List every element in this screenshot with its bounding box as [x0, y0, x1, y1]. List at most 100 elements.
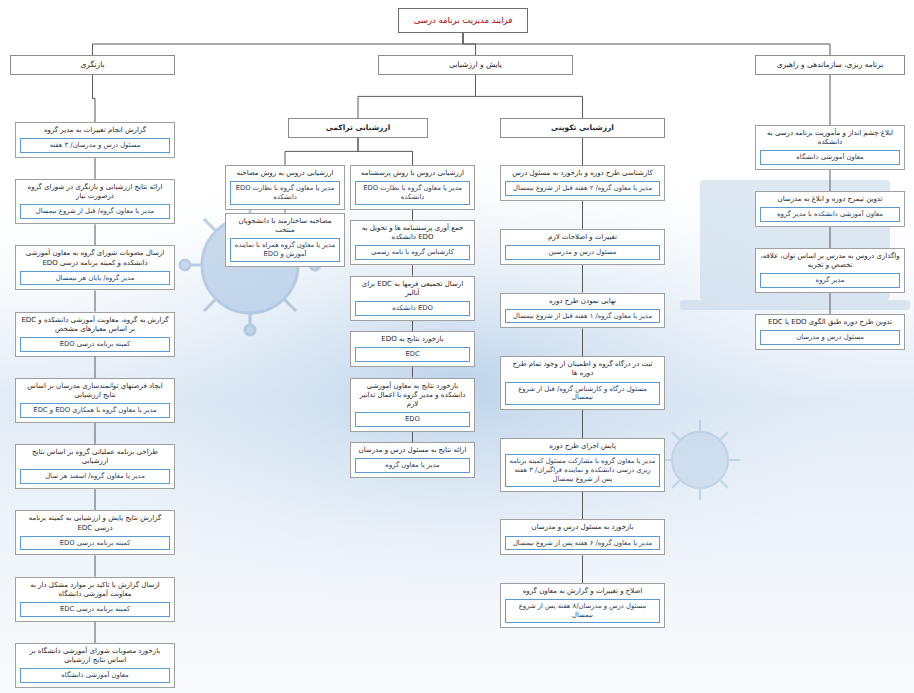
box-text: گزارش نتایج پایش و ارزشیابی به کمیته برن… — [20, 514, 170, 532]
box-text: مدیر گروه/ پایان هر نیمسال — [24, 274, 166, 283]
connector-line — [95, 357, 96, 378]
step-box: نهایی نمودن طرح دوره مدیر یا معاون گروه/ … — [500, 293, 665, 329]
box-text: معاون آموزشی دانشکده با مدیر گروه — [764, 210, 896, 219]
box-text: مدیر یا معاون گروه/ ۶ هفته پس از شروع نی… — [509, 539, 656, 548]
box-text: مسئول درس و مدرسین — [509, 248, 656, 257]
connector-line — [412, 432, 413, 442]
box-text: مسئول درس و مدرسان — [764, 333, 896, 342]
box-text: ارسال مصوبات شورای گروه به معاون آموزشی … — [20, 249, 170, 267]
title-box: فرایند مدیریت برنامه درسی — [398, 8, 528, 33]
connector-line — [463, 33, 476, 55]
box-text: بازخورد نتایج به معاون آموزشی دانشکده و … — [355, 382, 470, 409]
connector-line — [830, 293, 831, 314]
box-text: ارزشیابی تکوینی — [506, 123, 659, 133]
box-text: ثبت در درگاه گروه و اطمینان از وجود تمام… — [505, 360, 660, 378]
box-text: نهایی نمودن طرح دوره — [505, 297, 660, 306]
subheader-box: ارزشیابی تراکمی — [288, 118, 428, 138]
subheader-box: ارزشیابی تکوینی — [500, 118, 665, 138]
resp-box: EDO دانشکده — [355, 301, 470, 316]
resp-box: مدیر یا معاون گروه با نظارت EDO دانشکده — [355, 181, 470, 205]
connector-line — [582, 492, 583, 520]
box-text: EDO — [359, 415, 466, 424]
box-text: بازخورد مصوبات شورای آموزشی دانشگاه بر ا… — [20, 647, 170, 665]
box-text: ابلاغ چشم انداز و مأموریت برنامه درسی به… — [760, 129, 900, 147]
box-text: مدیر یا معاون گروه با همکاری EDO و EDC — [24, 406, 166, 415]
box-text: مدیر گروه — [764, 276, 896, 285]
box-text: کمیته برنامه درسی EDC — [24, 605, 166, 614]
box-text: گزارش به گروه، معاونت آموزشی دانشکده و E… — [20, 316, 170, 334]
box-text: مصاحبه ساختارمند با دانشجویان منتخب — [230, 217, 340, 235]
step-box: ارائه نتایج ارزشیابی و بازنگری در شورای … — [15, 179, 175, 224]
connector-line — [95, 158, 96, 179]
resp-box: معاون آموزشی دانشکده با مدیر گروه — [760, 207, 900, 222]
resp-box: مدیر یا معاون گروه/ ۶ هفته پس از شروع نی… — [505, 536, 660, 551]
connector-line — [358, 138, 413, 165]
box-text: بازخورد نتایج به EDO — [355, 335, 470, 344]
resp-box: مدیر گروه/ پایان هر نیمسال — [20, 271, 170, 286]
connector-line — [830, 170, 831, 191]
box-text: کارشناسی طرح دوره و بازخورد به مسئول درس — [505, 169, 660, 178]
resp-box: مدیر یا معاون گروه با مشارکت مسئول کمیته… — [505, 454, 660, 486]
step-box: طراحی برنامه عملیاتی گروه بر اساس نتایج … — [15, 444, 175, 489]
box-text: مسئول درس و مدرسان/ ۳ هفته — [24, 141, 166, 150]
step-box: مصاحبه ساختارمند با دانشجویان منتخب مدیر … — [225, 213, 345, 267]
step-box: بازخورد مصوبات شورای آموزشی دانشگاه بر ا… — [15, 643, 175, 688]
connector-line — [412, 210, 413, 220]
connector-line — [830, 227, 831, 248]
resp-box: مدیر یا معاون گروه/ ۱ هفته قبل از شروع ن… — [505, 309, 660, 324]
resp-box: مدیر یا معاون گروه با همکاری EDO و EDC — [20, 403, 170, 418]
box-text: معاون آموزشی دانشگاه — [764, 153, 896, 162]
step-box: گزارش نتایج پایش و ارزشیابی به کمیته برن… — [15, 510, 175, 555]
connector-line — [830, 75, 831, 125]
connector-line — [412, 367, 413, 377]
box-text: پایش و ارزشیابی — [384, 60, 567, 70]
resp-box: کمیته برنامه درسی EDC — [20, 602, 170, 617]
box-text: طراحی برنامه عملیاتی گروه بر اساس نتایج … — [20, 448, 170, 466]
resp-box: کارشناس گروه با نامه رسمی — [355, 245, 470, 260]
box-text: اصلاح و تغییرات و گزارش به معاون گروه — [505, 587, 660, 596]
box-text: تغییرات و اصلاحات لازم — [505, 233, 660, 242]
resp-box: مدیر گروه — [760, 273, 900, 288]
resp-box: معاون آموزشی دانشگاه — [760, 150, 900, 165]
connector-line — [582, 328, 583, 356]
box-text: واگذاری دروس به مدرس بر اساس توان، علاقه… — [760, 252, 900, 270]
step-box: تدوین طرح دوره طبق الگوی EDO یا EDC مسئول… — [755, 314, 905, 350]
step-box: ابلاغ چشم انداز و مأموریت برنامه درسی به… — [755, 125, 905, 170]
header-box: برنامه ریزی، سازماندهی و راهبری — [755, 55, 905, 75]
box-text: تدوین طرح دوره طبق الگوی EDO یا EDC — [760, 318, 900, 327]
connector-line — [582, 555, 583, 583]
box-text: بازخورد به مسئول درس و مدرسان — [505, 523, 660, 532]
resp-box: مسئول درس و مدرسان/ ۳ هفته — [20, 138, 170, 153]
box-text: ارزشیابی دروس به روش مصاحبه — [230, 169, 340, 178]
connector-line — [95, 555, 96, 576]
connector-line — [463, 33, 830, 55]
box-text: مدیر یا معاون گروه/ قبل از شروع نیمسال — [24, 207, 166, 216]
connector-line — [95, 423, 96, 444]
connector-line — [95, 622, 96, 643]
box-text: مدیر یا معاون گروه همراه با نماینده آموز… — [234, 241, 336, 259]
connector-line — [582, 410, 583, 438]
box-text: ارسال گزارش با تاکید بر موارد مشکل دار ب… — [20, 581, 170, 599]
step-box: گزارش انجام تغییرات به مدیر گروهمسئول در… — [15, 122, 175, 158]
box-text: برنامه ریزی، سازماندهی و راهبری — [761, 60, 899, 70]
connector-line — [95, 290, 96, 311]
box-text: فرایند مدیریت برنامه درسی — [404, 15, 522, 26]
box-text: مدیر یا معاون گروه/ ۲ هفته قبل از شروع ن… — [509, 184, 656, 193]
box-text: ارسال تجمیعی فرمها به EDC برای آنالیز — [355, 280, 470, 298]
resp-box: مسئول درس و مدرسان/۸ هفته پس از شروع نیم… — [505, 599, 660, 623]
header-box: بازنگری — [10, 55, 175, 75]
connector-line — [95, 489, 96, 510]
box-text: کمیته برنامه درسی EDO — [24, 340, 166, 349]
resp-box: کمیته برنامه درسی EDO — [20, 536, 170, 551]
connector-line — [412, 321, 413, 331]
connector-line — [285, 138, 358, 165]
resp-box: EDO — [355, 412, 470, 427]
box-text: ایجاد فرصتهای توانمندسازی مدرسان بر اساس… — [20, 382, 170, 400]
resp-box: مسئول درس و مدرسان — [760, 330, 900, 345]
box-text: جمع آوری پرسشنامه ها و تحویل به EDO دانش… — [355, 224, 470, 242]
step-box: ارسال تجمیعی فرمها به EDC برای آنالیز EDO… — [350, 276, 475, 321]
resp-box: مدیر یا معاون گروه با نظارت EDO دانشکده — [230, 181, 340, 205]
box-text: مسئول درگاه و کارشناس گروه/ قبل از شروع … — [509, 385, 656, 403]
connector-line — [582, 265, 583, 293]
